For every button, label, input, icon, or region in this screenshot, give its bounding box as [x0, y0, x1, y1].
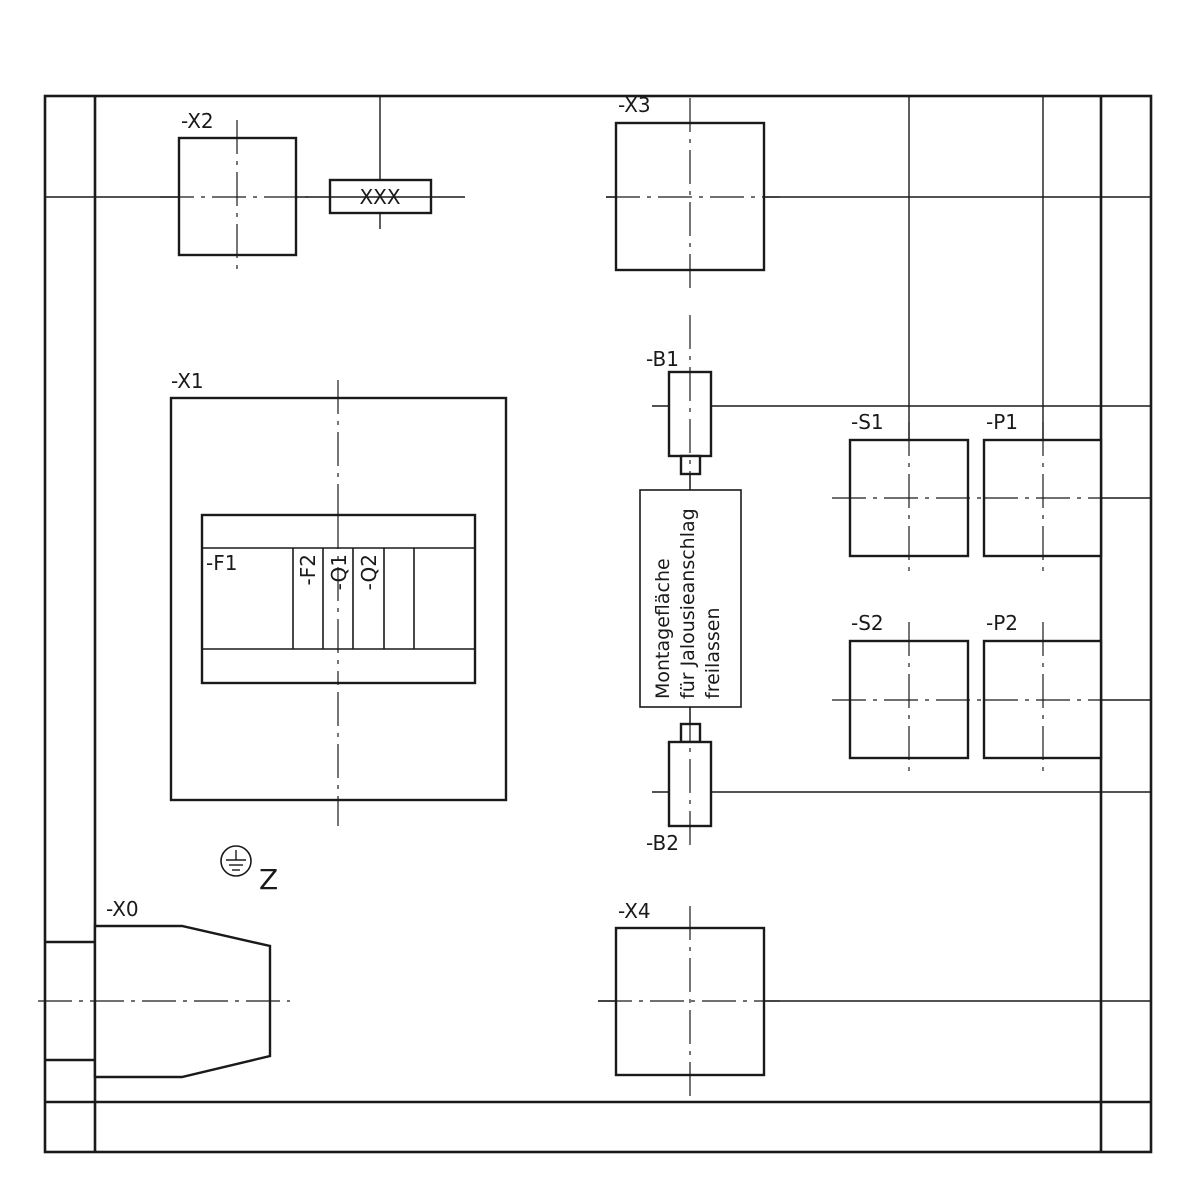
component-s2[interactable]: -S2	[832, 611, 984, 776]
s1-label: -S1	[851, 410, 884, 434]
component-b1[interactable]: -B1	[646, 315, 713, 490]
x0-body	[93, 924, 272, 1079]
earth-circle	[220, 845, 252, 877]
note-line-3: freilassen	[702, 607, 724, 699]
component-x2[interactable]: -X2	[160, 109, 315, 272]
q2-label: -Q2	[357, 554, 381, 590]
xxx-label: XXX	[359, 185, 400, 209]
component-x1[interactable]: -X1 -F1 -F2 -Q1 -Q2	[169, 369, 508, 826]
protective-earth-icon: Z	[220, 845, 278, 896]
note-line-1: Montagefläche	[652, 558, 674, 699]
component-p1[interactable]: -P1	[982, 410, 1103, 574]
component-x4[interactable]: -X4	[598, 899, 780, 1102]
p1-label: -P1	[986, 410, 1018, 434]
b1-label: -B1	[646, 347, 679, 371]
component-x3[interactable]: -X3	[606, 93, 780, 290]
b2-label: -B2	[646, 831, 679, 855]
x1-label: -X1	[171, 369, 204, 393]
f1-label: -F1	[206, 551, 237, 575]
note-line-2: für Jalousieanschlag	[677, 508, 699, 699]
p2-label: -P2	[986, 611, 1018, 635]
f2-label: -F2	[296, 554, 320, 585]
component-x0[interactable]: -X0	[38, 897, 290, 1079]
x0-label: -X0	[106, 897, 139, 921]
x2-label: -X2	[181, 109, 214, 133]
component-xxx[interactable]: XXX	[328, 178, 433, 215]
outer-frame	[43, 94, 1153, 1154]
mounting-note: Montagefläche für Jalousieanschlag freil…	[639, 474, 742, 724]
din-rail-assembly: -F1 -F2 -Q1 -Q2	[200, 513, 477, 685]
component-p2[interactable]: -P2	[982, 611, 1103, 776]
x4-label: -X4	[618, 899, 651, 923]
component-b2[interactable]: -B2	[646, 707, 713, 855]
q1-label: -Q1	[327, 554, 351, 590]
earth-label: Z	[259, 863, 278, 896]
x3-label: -X3	[618, 93, 651, 117]
s2-label: -S2	[851, 611, 884, 635]
component-s1[interactable]: -S1	[832, 410, 984, 574]
